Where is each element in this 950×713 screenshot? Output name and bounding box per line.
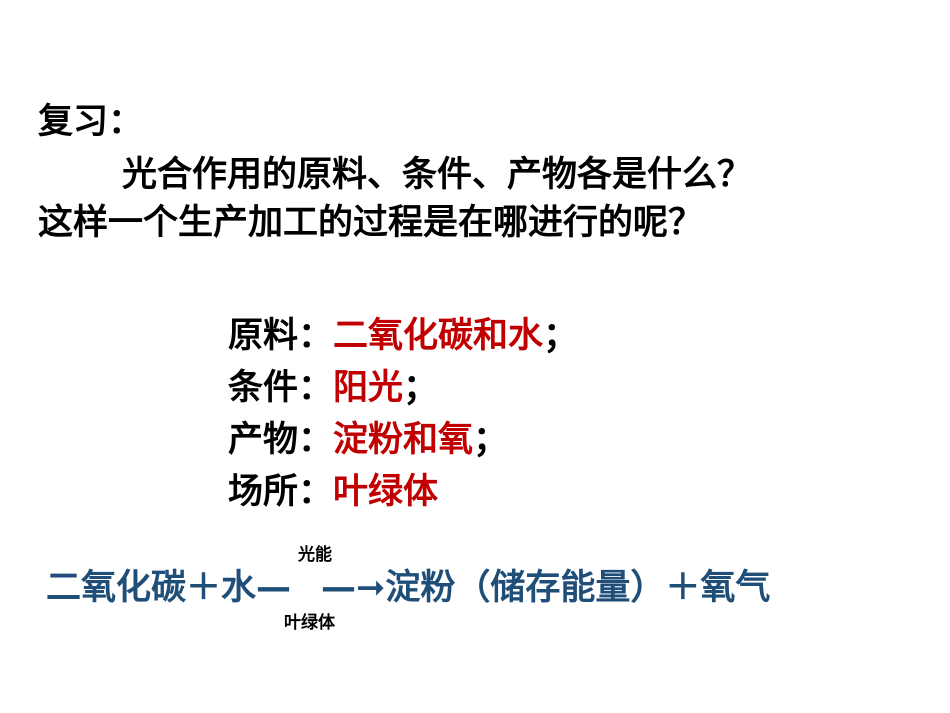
equation-reactants: 二氧化碳＋水— <box>46 568 292 608</box>
answer-label: 条件： <box>228 368 334 408</box>
equation-products: —➞淀粉（储存能量）＋氧气 <box>321 568 771 608</box>
equation-condition-chloroplast: 叶绿体 <box>284 613 335 633</box>
equation-condition-light-energy: 光能 <box>298 545 332 565</box>
photosynthesis-equation: 二氧化碳＋水— —➞淀粉（储存能量）＋氧气 <box>46 566 906 610</box>
answers-list: 原料：二氧化碳和水； 条件：阳光； 产物：淀粉和氧； 场所：叶绿体 <box>228 310 578 518</box>
review-heading: 复习： <box>38 102 144 142</box>
answer-value: 阳光 <box>333 368 404 408</box>
answer-label: 产物： <box>228 420 334 460</box>
answer-row-materials: 原料：二氧化碳和水； <box>228 310 578 362</box>
answer-value: 叶绿体 <box>333 472 439 512</box>
answer-punctuation: ； <box>473 420 509 460</box>
answer-value: 二氧化碳和水 <box>333 316 544 356</box>
answer-row-products: 产物：淀粉和氧； <box>228 414 578 466</box>
answer-label: 原料： <box>228 316 334 356</box>
answer-row-location: 场所：叶绿体 <box>228 466 578 518</box>
answer-punctuation: ； <box>543 316 579 356</box>
answer-punctuation: ； <box>403 368 439 408</box>
answer-label: 场所： <box>228 472 334 512</box>
answer-row-conditions: 条件：阳光； <box>228 362 578 414</box>
question-location: 这样一个生产加工的过程是在哪进行的呢？ <box>38 203 704 243</box>
question-materials-conditions-products: 光合作用的原料、条件、产物各是什么？ <box>122 155 753 195</box>
answer-value: 淀粉和氧 <box>333 420 474 460</box>
